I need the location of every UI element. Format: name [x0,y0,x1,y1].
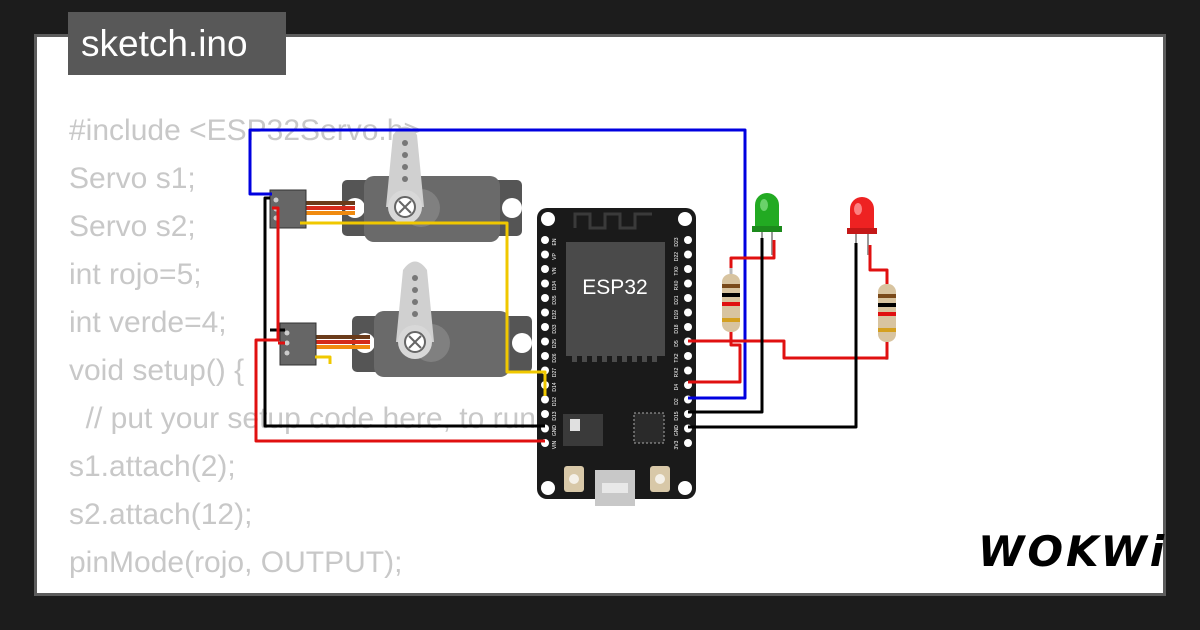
wifi-module [566,242,665,356]
pin-label: D2 [674,398,680,405]
resistor-2[interactable] [878,275,896,360]
pin-hole[interactable] [541,352,549,360]
pin-label: VIN [552,440,558,449]
pin-label: D18 [674,324,680,333]
pin-hole[interactable] [541,308,549,317]
wire-red-d5 [688,339,889,360]
wire-blue [248,128,747,400]
chip-label: ESP32 [582,276,647,299]
voltage-regulator [563,414,603,446]
led-green[interactable] [752,193,782,255]
pin-label: D13 [552,411,558,420]
servo-1[interactable] [269,126,522,243]
pin-label: D15 [674,411,680,420]
pin-label: D4 [674,384,680,391]
led-red-lens [850,197,874,232]
wire-black-left [263,196,545,428]
file-tab[interactable]: sketch.ino [68,12,286,75]
pin-label: GND [674,425,680,437]
code-line: s1.attach(2); [69,450,236,483]
pin-label: VN [552,267,558,274]
pin-label: D26 [552,353,558,362]
pin-hole[interactable] [541,395,549,404]
pin-hole[interactable] [684,250,692,259]
pin-label: D27 [552,368,558,377]
pin-hole[interactable] [541,265,549,273]
led-green-lens [755,193,779,230]
code-line: void setup() { [69,354,245,387]
pin-label: RX0 [674,280,680,290]
pin-hole[interactable] [541,410,549,418]
pin-hole[interactable] [541,250,549,259]
resistor-1[interactable] [722,265,740,340]
code-line: Servo s1; [69,162,196,195]
pin-hole[interactable] [541,236,549,244]
pin-label: D25 [552,339,558,348]
pin-label: D35 [552,295,558,304]
pin-label: D22 [674,252,680,261]
wire-red-led-green [729,240,776,268]
pin-hole[interactable] [684,294,692,302]
pin-label: VP [552,253,558,260]
pin-label: D5 [674,340,680,347]
pin-label: D19 [674,310,680,319]
pin-hole[interactable] [684,323,692,331]
antenna-trace [573,212,652,230]
pin-label: D14 [552,382,558,391]
pin-label: D12 [552,397,558,406]
pin-label: D23 [674,237,680,246]
pin-label: D21 [674,295,680,304]
wire-red-led-red [868,245,889,284]
code-line: Servo s2; [69,210,196,243]
pin-label: D34 [552,281,558,290]
pin-label: D33 [552,324,558,333]
wires [248,128,889,443]
pin-hole[interactable] [541,279,549,288]
pin-hole[interactable] [684,439,692,447]
pin-label: TX0 [674,266,680,275]
code-line: int rojo=5; [69,258,202,291]
pin-hole[interactable] [541,323,549,331]
pin-hole[interactable] [684,308,692,317]
wire-yellow-2 [315,355,332,364]
usb-chip [633,412,665,444]
wire-black-led-green [688,238,764,414]
pin-hole[interactable] [684,265,692,273]
led-red[interactable] [847,197,877,255]
wokwi-logo: WOKWi [978,527,1168,576]
wire-red-vin [254,206,545,443]
pin-label: 3V3 [674,440,680,449]
wire-black-led-red [688,243,858,429]
pin-hole[interactable] [684,236,692,244]
esp32-board[interactable]: ESP32 ENVPVND34D35D32D33D25D26D27D14D12D… [537,208,696,506]
pin-hole[interactable] [684,279,692,288]
code-line: pinMode(rojo, OUTPUT); [69,546,403,579]
pin-hole[interactable] [541,337,549,346]
code-line: int verde=4; [69,306,227,339]
wire-yellow-1 [300,221,547,396]
pin-label: TX2 [674,353,680,362]
pin-hole[interactable] [541,294,549,302]
pin-label: GND [552,425,558,437]
code-preview: #include <ESP32Servo.h>Servo s1;Servo s2… [69,107,618,593]
pin-label: D32 [552,310,558,319]
pin-hole[interactable] [684,352,692,360]
code-line: s2.attach(12); [69,498,253,531]
servo-2[interactable] [279,261,532,378]
pin-label: RX2 [674,367,680,377]
pin-label: EN [552,238,558,245]
pin-hole[interactable] [684,366,692,375]
